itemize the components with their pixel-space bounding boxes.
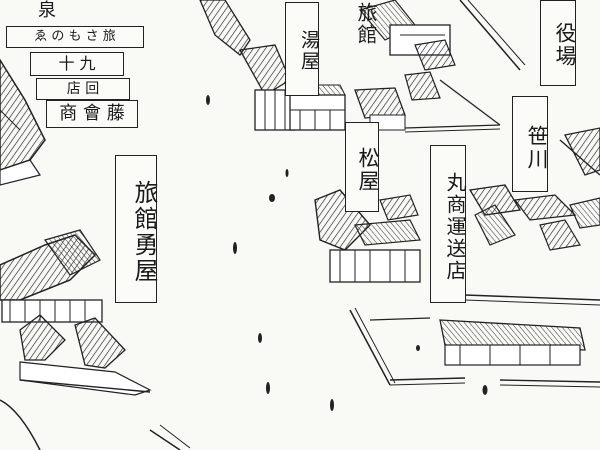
bottom-left-structures — [0, 399, 191, 450]
sign-shokai-fuji: 商 會 藤 — [46, 100, 138, 128]
label-matsuya: 松屋 — [345, 122, 380, 212]
label-ryokan-top: 旅館 — [354, 2, 378, 46]
label-small-banner: ゑ の も さ 旅 — [6, 26, 144, 48]
building-right-cluster — [464, 127, 600, 306]
sign-ninth: 十 九 — [30, 52, 124, 76]
label-yakuba: 役場 — [540, 0, 577, 86]
building-matsuya — [314, 189, 421, 283]
label-sasagawa: 笹川 — [512, 96, 549, 192]
label-yuya: 湯屋 — [285, 2, 320, 96]
label-marusho-transport: 丸商運送店 — [430, 145, 467, 303]
building-top-center-row — [199, 0, 346, 131]
street-figures — [206, 95, 488, 411]
label-ryokan-yuuya: 旅館勇屋 — [115, 155, 158, 303]
label-top-left-partial: 泉 — [38, 0, 56, 21]
building-yuuya-complex — [0, 229, 152, 396]
building-bottom-right-compound — [349, 307, 600, 388]
left-building-cluster — [0, 58, 46, 186]
building-top-right-compound — [354, 0, 526, 133]
sign-shop: 店 回 — [36, 78, 130, 100]
